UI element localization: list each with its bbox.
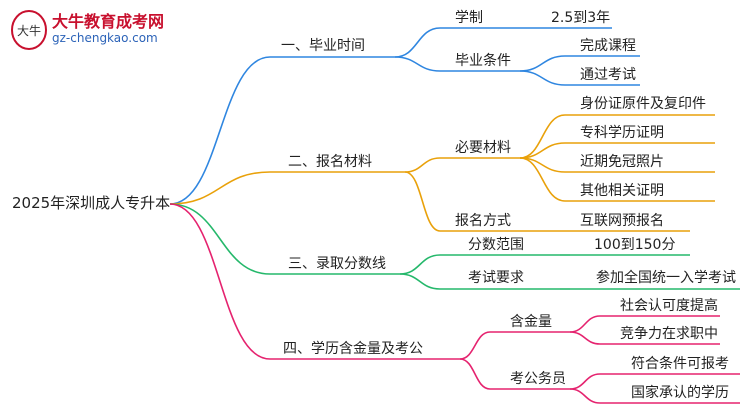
- leaf-social-recognition: 社会认可度提高: [620, 298, 718, 314]
- branch-graduation-time: 一、毕业时间: [281, 38, 365, 54]
- branch-0-sub-1-leaf-0-connector: [519, 55, 566, 72]
- branch-0-sub-1-connector: [394, 56, 441, 72]
- leaf-eligible-to-apply: 符合条件可报考: [631, 356, 729, 372]
- leaf-complete-courses: 完成课程: [580, 38, 636, 54]
- leaf-100-to-150: 100到150分: [594, 237, 676, 253]
- branch-admission-scores: 三、录取分数线: [288, 256, 386, 272]
- sub-required-materials: 必要材料: [455, 140, 511, 156]
- leaf-job-competitiveness: 竞争力在求职中: [620, 326, 718, 342]
- leaf-2-5-to-3-years: 2.5到3年: [551, 10, 611, 26]
- leaf-pass-exams: 通过考试: [580, 67, 636, 83]
- leaf-diploma-proof: 专科学历证明: [580, 125, 664, 141]
- logo-icon: 大牛: [11, 10, 47, 50]
- branch-3-connector: [169, 203, 271, 360]
- sub-graduation-conditions: 毕业条件: [455, 53, 511, 69]
- branch-1-connector: [169, 171, 271, 205]
- leaf-id-card: 身份证原件及复印件: [580, 96, 706, 112]
- logo-name: 大牛教育成考网: [52, 12, 165, 31]
- branch-0-connector: [169, 56, 271, 205]
- sub-degree-worth: 含金量: [510, 314, 552, 330]
- sub-registration-method: 报名方式: [455, 213, 511, 229]
- branch-3-sub-1-connector: [459, 358, 491, 390]
- logo-url: gz-chengkao.com: [52, 31, 158, 45]
- branch-1-sub-0-connector: [404, 157, 441, 173]
- root-node: 2025年深圳成人专升本: [12, 194, 171, 212]
- branch-2-sub-1-connector: [399, 273, 441, 290]
- leaf-online-pre-registration: 互联网预报名: [580, 213, 664, 229]
- branch-registration-materials: 二、报名材料: [288, 154, 372, 170]
- branch-3-sub-0-connector: [459, 331, 491, 360]
- branch-2-connector: [169, 203, 271, 275]
- branch-3-sub-1-leaf-0-connector: [569, 373, 601, 390]
- logo-icon-text: 大牛: [17, 23, 41, 38]
- branch-0-sub-1-leaf-1-connector: [519, 70, 566, 86]
- branch-degree-value: 四、学历含金量及考公: [283, 341, 423, 357]
- leaf-state-recognized: 国家承认的学历: [631, 385, 729, 401]
- branch-1-sub-0-leaf-3-connector: [519, 157, 566, 202]
- branch-0-sub-0-connector: [394, 27, 441, 58]
- sub-study-length: 学制: [455, 10, 483, 26]
- leaf-recent-photo: 近期免冠照片: [580, 154, 664, 170]
- sub-civil-service: 考公务员: [510, 371, 566, 387]
- branch-1-sub-0-leaf-0-connector: [519, 114, 566, 159]
- branch-3-sub-0-leaf-0-connector: [569, 315, 601, 333]
- leaf-other-proof: 其他相关证明: [580, 183, 664, 199]
- leaf-national-exam: 参加全国统一入学考试: [596, 270, 736, 286]
- branch-3-sub-1-leaf-1-connector: [569, 388, 601, 404]
- sub-exam-requirement: 考试要求: [468, 270, 524, 286]
- sub-score-range: 分数范围: [468, 237, 524, 253]
- branch-3-sub-0-leaf-1-connector: [569, 331, 601, 345]
- branch-1-sub-1-connector: [404, 171, 441, 232]
- branch-2-sub-0-connector: [399, 254, 441, 275]
